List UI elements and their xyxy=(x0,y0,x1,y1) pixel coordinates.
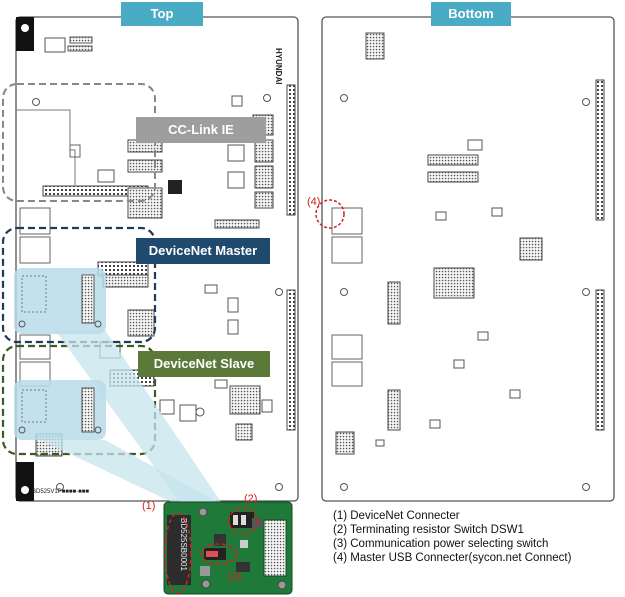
legend-item: (2) Terminating resistor Switch DSW1 xyxy=(333,524,524,536)
legend-item: (3) Communication power selecting switch xyxy=(333,538,549,550)
devicenet-slave-label: DeviceNet Slave xyxy=(138,351,270,377)
devicenet-master-zone xyxy=(1,226,157,344)
switch-highlight-2 xyxy=(228,507,258,535)
legend-item: (4) Master USB Connecter(sycon.net Conne… xyxy=(333,552,572,564)
legend-item: (1) DeviceNet Connecter xyxy=(333,510,460,522)
bottom-board xyxy=(321,16,615,502)
tab-bottom: Bottom xyxy=(431,2,511,26)
devicenet-master-label: DeviceNet Master xyxy=(136,238,270,264)
module-code-text: BD525SB0001 xyxy=(179,518,188,571)
connector-highlight-1 xyxy=(164,512,192,594)
annotation-4: (4) xyxy=(307,196,321,208)
usb-connector-highlight xyxy=(315,199,345,229)
cclink-ie-label: CC-Link IE xyxy=(136,117,266,143)
annotation-2: (2) xyxy=(244,493,258,505)
annotation-3: (3) xyxy=(228,571,242,583)
switch-highlight-3 xyxy=(200,543,238,565)
annotation-1: (1) xyxy=(142,500,156,512)
devicenet-module-photo: BD525SB0001 xyxy=(163,501,293,595)
module-projection xyxy=(14,268,250,530)
board-model-text: BD525V1P■■■■-■■■ xyxy=(32,489,89,495)
board-logo: HYUNDAI xyxy=(274,48,283,84)
legend: (1) DeviceNet Connecter (2) Terminating … xyxy=(333,509,571,565)
tab-top: Top xyxy=(121,2,203,26)
